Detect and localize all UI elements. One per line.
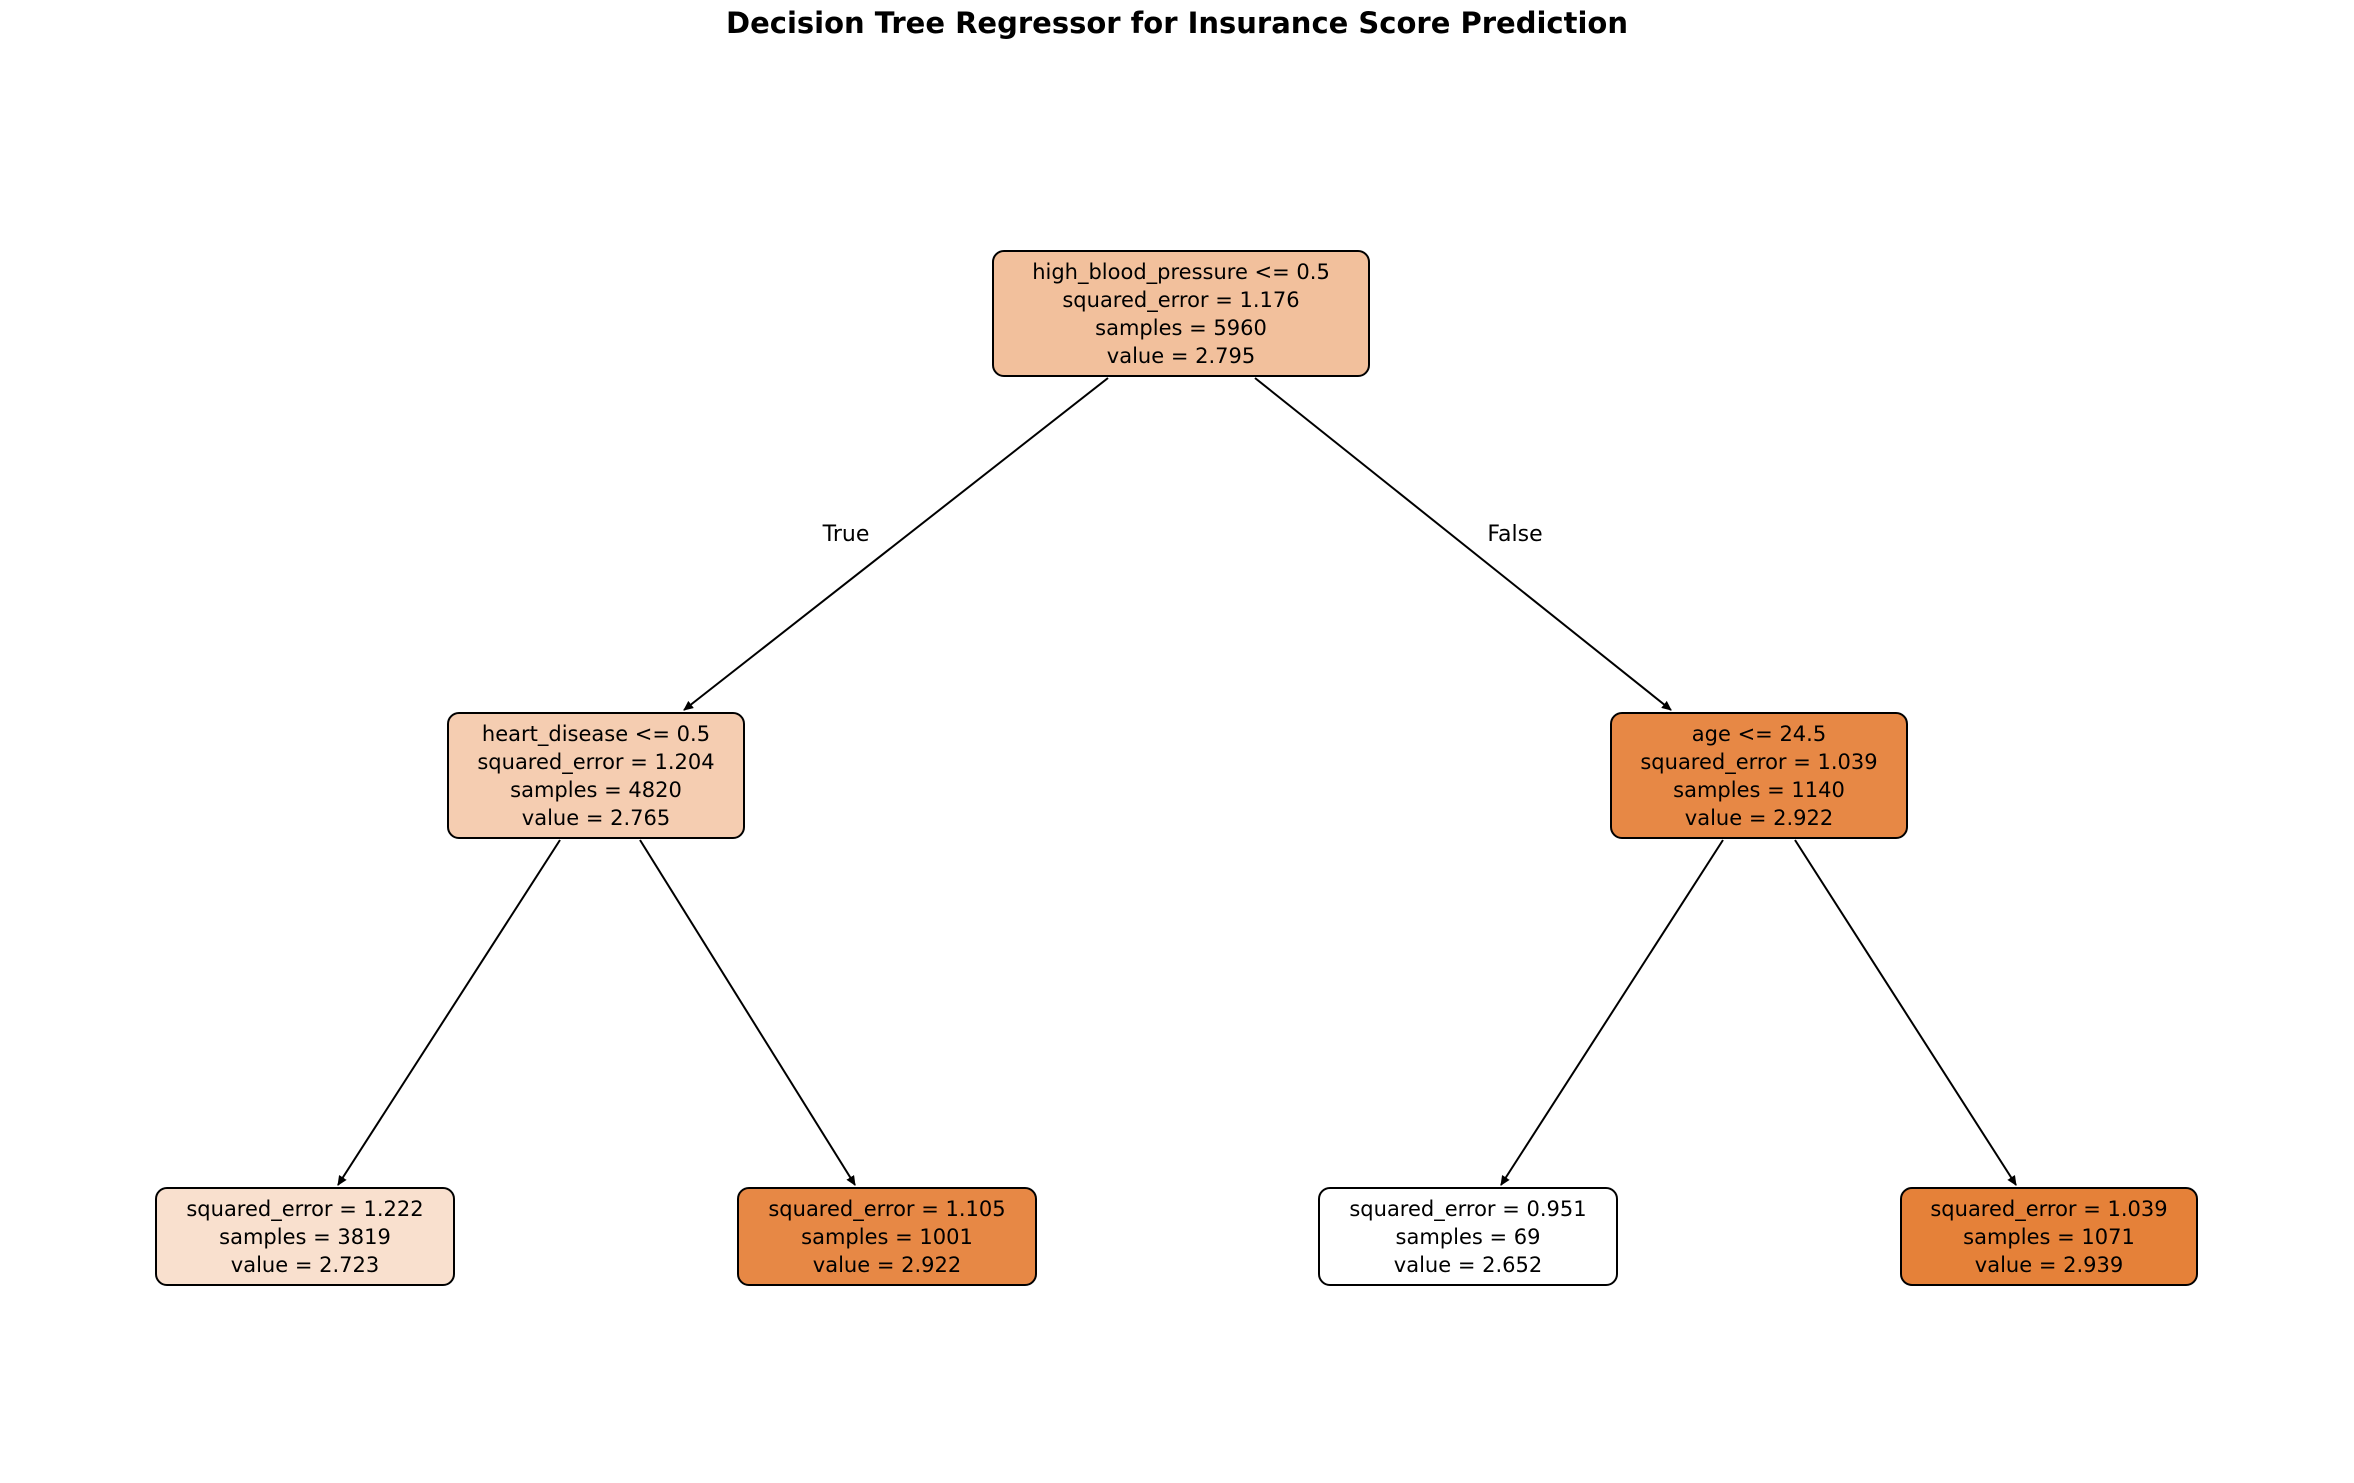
node-samples: samples = 1071 <box>1963 1224 2135 1249</box>
edge-right-child-to-leaf-4 <box>1794 839 2017 1186</box>
edge-label-false: False <box>1487 522 1543 547</box>
edge-label-true: True <box>822 522 870 547</box>
node-value: value = 2.723 <box>230 1252 380 1277</box>
node-squared-error: squared_error = 1.105 <box>768 1196 1006 1221</box>
node-value: value = 2.795 <box>1106 343 1256 368</box>
chart-title: Decision Tree Regressor for Insurance Sc… <box>726 6 1628 40</box>
node-split-condition: age <= 24.5 <box>1691 721 1827 746</box>
tree-node-leaf-3: squared_error = 0.951 samples = 69 value… <box>1318 1187 1618 1286</box>
node-value: value = 2.939 <box>1974 1252 2124 1277</box>
edge-left-child-to-leaf-1 <box>337 839 561 1186</box>
node-value: value = 2.922 <box>1684 805 1834 830</box>
node-squared-error: squared_error = 0.951 <box>1349 1196 1587 1221</box>
tree-node-leaf-4: squared_error = 1.039 samples = 1071 val… <box>1900 1187 2198 1286</box>
edge-right-child-to-leaf-3 <box>1500 839 1724 1186</box>
node-samples: samples = 69 <box>1395 1224 1541 1249</box>
tree-node-right-child: age <= 24.5 squared_error = 1.039 sample… <box>1610 712 1908 839</box>
node-samples: samples = 1140 <box>1673 777 1845 802</box>
edge-left-child-to-leaf-2 <box>639 839 856 1186</box>
node-value: value = 2.652 <box>1393 1252 1543 1277</box>
node-split-condition: heart_disease <= 0.5 <box>481 721 711 746</box>
node-value: value = 2.765 <box>521 805 671 830</box>
node-samples: samples = 4820 <box>510 777 682 802</box>
tree-node-root: high_blood_pressure <= 0.5 squared_error… <box>992 250 1370 377</box>
node-split-condition: high_blood_pressure <= 0.5 <box>1032 259 1330 284</box>
node-squared-error: squared_error = 1.222 <box>186 1196 424 1221</box>
node-samples: samples = 5960 <box>1095 315 1267 340</box>
tree-node-leaf-2: squared_error = 1.105 samples = 1001 val… <box>737 1187 1037 1286</box>
node-squared-error: squared_error = 1.204 <box>477 749 715 774</box>
node-samples: samples = 1001 <box>801 1224 973 1249</box>
node-squared-error: squared_error = 1.039 <box>1640 749 1878 774</box>
tree-node-left-child: heart_disease <= 0.5 squared_error = 1.2… <box>447 712 745 839</box>
node-squared-error: squared_error = 1.039 <box>1930 1196 2168 1221</box>
node-samples: samples = 3819 <box>219 1224 391 1249</box>
node-squared-error: squared_error = 1.176 <box>1062 287 1300 312</box>
tree-node-leaf-1: squared_error = 1.222 samples = 3819 val… <box>155 1187 455 1286</box>
node-value: value = 2.922 <box>812 1252 962 1277</box>
